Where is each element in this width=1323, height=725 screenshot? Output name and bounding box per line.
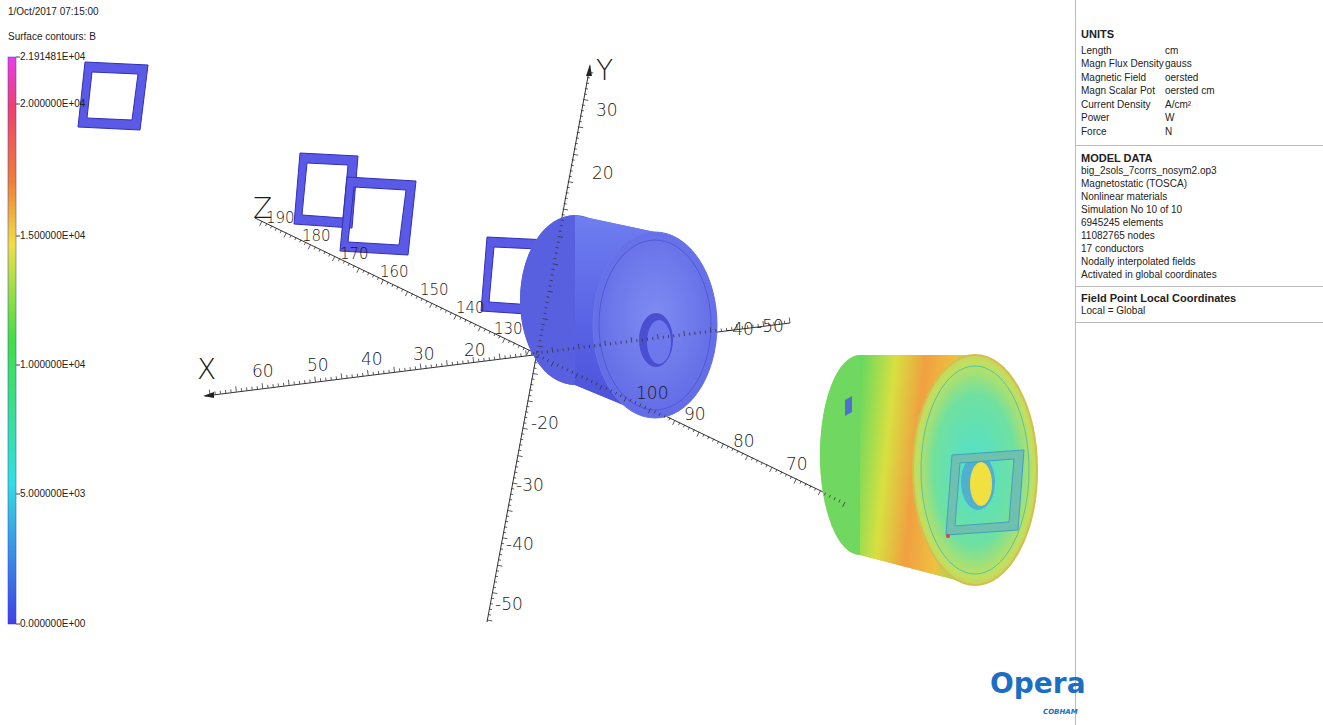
axis-label: -30 (516, 476, 544, 496)
axis-ticks (209, 318, 790, 395)
axis-label: 70 (786, 455, 808, 475)
axis-label: -50 (756, 317, 784, 337)
axis-label: 180 (302, 228, 331, 245)
axis-label: 60 (252, 362, 274, 382)
axis-ticks (487, 72, 593, 621)
axes (205, 66, 850, 622)
panel-text: 17 conductors (1081, 243, 1144, 255)
panel-text: oersted (1165, 72, 1198, 84)
color-scale-value: 5.000000E+03 (20, 488, 85, 500)
axis-ticks (260, 221, 845, 507)
panel-text: N (1165, 126, 1172, 138)
solenoid-low-field (520, 215, 717, 418)
panel-text: Length (1081, 45, 1112, 57)
corrector-coils (78, 62, 548, 315)
panel-text: big_2sols_7corrs_nosym2.op3 (1081, 165, 1217, 177)
axis-label: 90 (684, 405, 706, 425)
info-panel-rules (1075, 0, 1323, 725)
panel-text: W (1165, 112, 1174, 124)
panel-text: oersted cm (1165, 85, 1214, 97)
axis-label: Y (596, 55, 613, 87)
panel-text: Current Density (1081, 99, 1150, 111)
timestamp: 1/Oct/2017 07:15:00 (8, 6, 99, 18)
axis-label: 190 (266, 210, 295, 227)
panel-text: Force (1081, 126, 1107, 138)
color-bar-ticks (16, 57, 20, 624)
axis-label: 30 (596, 101, 618, 121)
panel-text: Nonlinear materials (1081, 191, 1167, 203)
panel-text: gauss (1165, 58, 1192, 70)
panel-text: 6945245 elements (1081, 217, 1163, 229)
axis-label: 170 (340, 246, 369, 263)
solenoid-high-field (820, 355, 1037, 585)
logo-text: Opera (990, 668, 1086, 700)
color-scale-value: 1.000000E+04 (20, 359, 85, 371)
color-scale-value: 0.000000E+00 (20, 618, 85, 630)
axis-label: 50 (307, 356, 329, 376)
panel-text: Magnetic Field (1081, 72, 1146, 84)
panel-heading: Field Point Local Coordinates (1081, 292, 1236, 305)
logo-subtext: COBHAM (1043, 708, 1078, 716)
panel-text: Activated in global coordinates (1081, 269, 1217, 281)
color-bar (8, 57, 16, 624)
panel-text: cm (1165, 45, 1178, 57)
panel-text: Magn Scalar Pot (1081, 85, 1155, 97)
axis-label: -50 (495, 595, 523, 615)
axis-label: 130 (494, 321, 523, 338)
panel-text: Magnetostatic (TOSCA) (1081, 178, 1187, 190)
panel-text: Simulation No 10 of 10 (1081, 204, 1182, 216)
panel-heading: MODEL DATA (1081, 152, 1153, 165)
color-scale-value: 2.000000E+04 (20, 98, 85, 110)
axis-label: 150 (420, 282, 449, 299)
axis-label: -40 (726, 320, 754, 340)
axis-label: 20 (464, 341, 486, 361)
axis-label: 160 (380, 264, 409, 281)
panel-text: Nodally interpolated fields (1081, 256, 1196, 268)
plot-title: Surface contours: B (8, 31, 96, 43)
axis-label: -20 (531, 414, 559, 434)
axis-label: X (197, 354, 216, 386)
axis-label: 80 (733, 432, 755, 452)
panel-text: 11082765 nodes (1081, 230, 1155, 242)
axis-label: 20 (592, 164, 614, 184)
panel-text: Magn Flux Density (1081, 58, 1164, 70)
panel-text: Local = Global (1081, 305, 1145, 317)
axis-label: 30 (413, 345, 435, 365)
axis-label: 140 (456, 300, 485, 317)
panel-text: Power (1081, 112, 1109, 124)
axis-label: 100 (636, 384, 668, 404)
axis-label: 40 (361, 350, 383, 370)
color-scale-value: 1.500000E+04 (20, 230, 85, 242)
panel-heading: UNITS (1081, 28, 1114, 41)
axis-label: -40 (506, 535, 534, 555)
color-scale-value: 2.191481E+04 (20, 51, 85, 63)
panel-text: A/cm² (1165, 99, 1191, 111)
